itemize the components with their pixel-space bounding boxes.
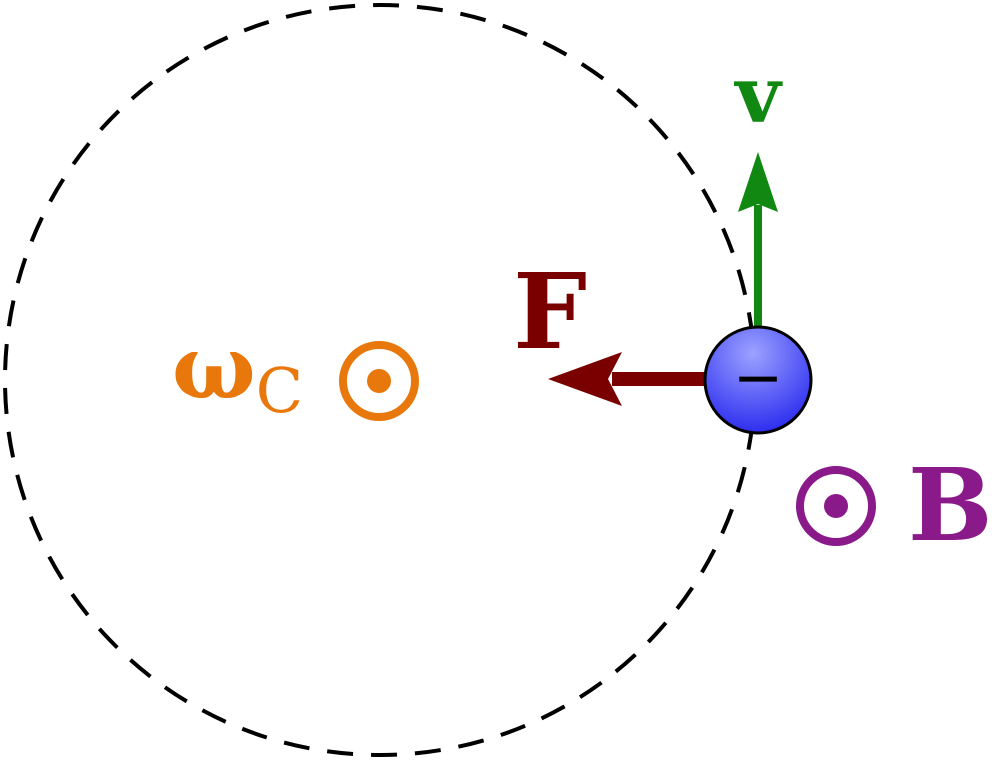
negative-particle: − [703, 325, 813, 435]
charge-sign: − [733, 343, 783, 413]
field-label: B [908, 446, 992, 564]
omega-label: ωC [172, 315, 303, 427]
velocity-label: v [733, 50, 783, 141]
omega-symbol: ω [172, 315, 256, 419]
force-arrow [548, 352, 705, 406]
velocity-arrow [738, 152, 778, 326]
omega-subscript: C [256, 354, 303, 427]
out-of-page-dot-circle-icon [339, 341, 419, 421]
force-label: F [513, 250, 587, 373]
out-of-page-dot-circle-icon [796, 466, 876, 546]
